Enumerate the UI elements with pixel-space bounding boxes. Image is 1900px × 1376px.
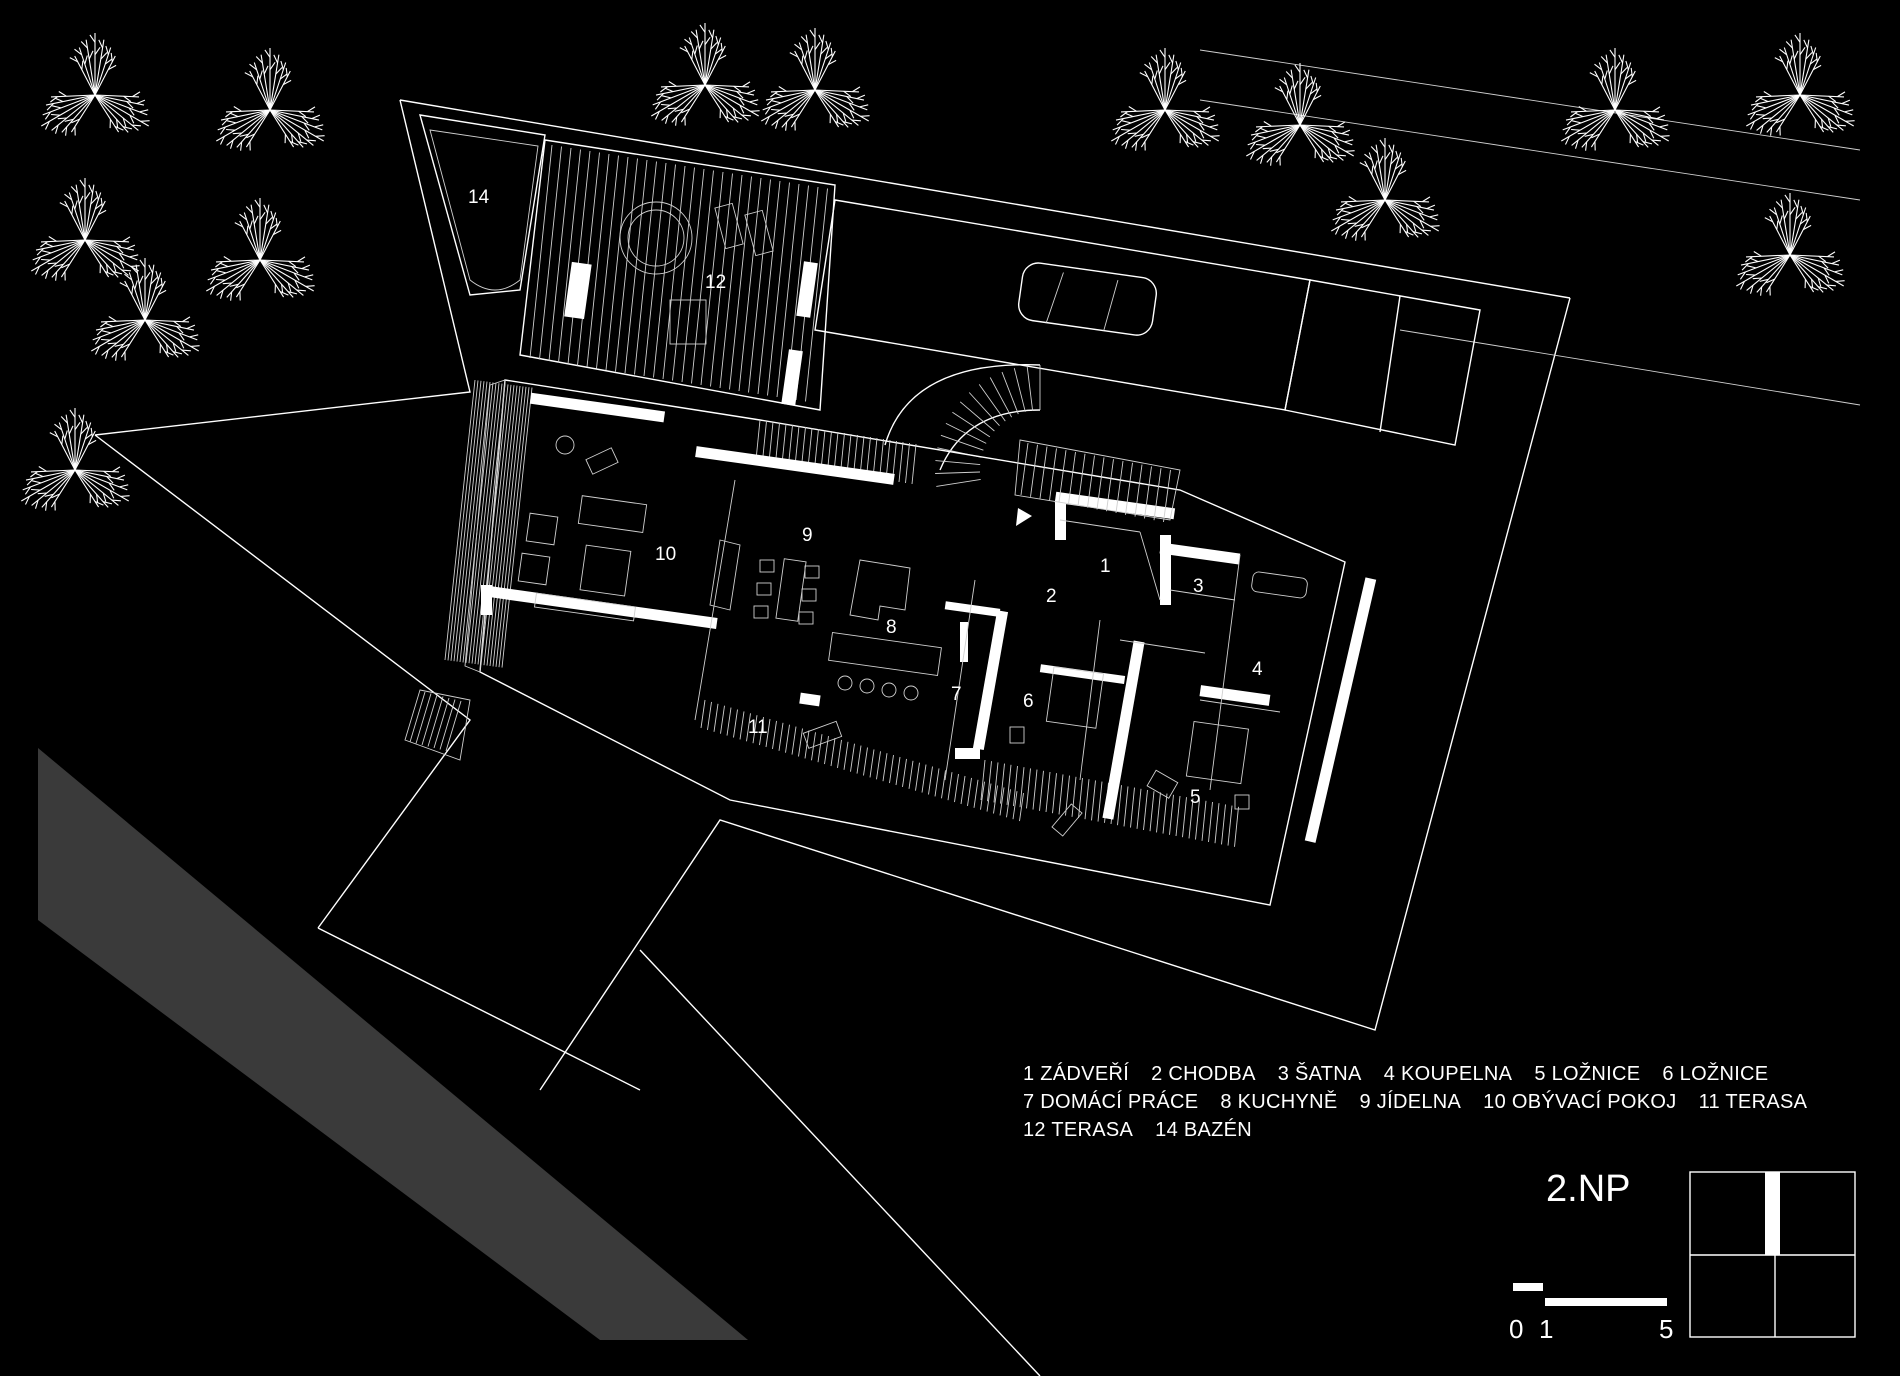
tree-icon [21, 408, 130, 511]
curved-stair [884, 364, 1041, 487]
legend-item: 3 ŠATNA [1277, 1063, 1362, 1085]
legend-item: 1 ZÁDVEŘÍ [1023, 1063, 1130, 1085]
terrace-12 [519, 139, 836, 411]
legend-row: 1 ZÁDVEŘÍ 2 CHODBA 3 ŠATNA 4 KOUPELNA 5 LOŽN… [1023, 1060, 1883, 1088]
pool-14 [419, 114, 546, 296]
legend-item: 10 OBÝVACÍ POKOJ [1483, 1091, 1677, 1113]
scale-bar-labels: 0 1 5 [1505, 1314, 1705, 1348]
room-number-6: 6 [1023, 691, 1034, 712]
legend-item: 5 LOŽNICE [1534, 1063, 1641, 1085]
tree-icon [41, 33, 150, 136]
entrance-stair [1014, 439, 1181, 526]
room-legend: 1 ZÁDVEŘÍ 2 CHODBA 3 ŠATNA 4 KOUPELNA 5 LOŽN… [1023, 1060, 1883, 1144]
tree-icon [31, 178, 140, 281]
tree-icon [1736, 193, 1845, 296]
legend-item: 9 JÍDELNA [1359, 1091, 1462, 1113]
tree-icon [216, 48, 325, 151]
legend-item: 12 TERASA [1023, 1119, 1134, 1141]
room-number-14: 14 [468, 187, 490, 208]
interior-lines [694, 479, 1281, 791]
site-boundaries [94, 49, 1861, 1376]
room-number-10: 10 [655, 544, 676, 565]
room-number-5: 5 [1190, 787, 1201, 808]
room-number-8: 8 [886, 617, 897, 638]
legend-item: 2 CHODBA [1151, 1063, 1256, 1085]
sw-stair [404, 689, 471, 761]
scale-bar [1513, 1283, 1667, 1306]
room-numbers: 1 2 3 4 5 6 7 8 9 10 11 12 14 [468, 187, 1263, 808]
legend-item: 4 KOUPELNA [1383, 1063, 1513, 1085]
tree-icon [651, 23, 760, 126]
scale-label-0: 0 [1509, 1314, 1524, 1344]
room-number-3: 3 [1193, 576, 1204, 597]
house-outline [444, 379, 1346, 906]
legend-item: 6 LOŽNICE [1662, 1063, 1769, 1085]
legend-item: 11 TERASA [1698, 1091, 1808, 1113]
tree-icon [1746, 33, 1855, 136]
room-number-12: 12 [705, 272, 726, 293]
room-number-4: 4 [1252, 659, 1263, 680]
legend-row: 7 DOMÁCÍ PRÁCE 8 KUCHYNĚ 9 JÍDELNA 10 OBÝVA… [1023, 1088, 1883, 1116]
legend-item: 8 KUCHYNĚ [1220, 1091, 1338, 1113]
tree-icon [91, 258, 200, 361]
key-plan [1689, 1171, 1856, 1338]
scale-label-1: 1 [1539, 1314, 1554, 1344]
tree-icon [1331, 138, 1440, 241]
furniture [517, 435, 1308, 837]
floor-label: 2.NP [1546, 1168, 1631, 1210]
legend-item: 14 BAZÉN [1155, 1119, 1253, 1141]
tree-icon [1246, 63, 1355, 166]
tree-icon [206, 198, 315, 301]
room-number-1: 1 [1100, 556, 1111, 577]
garage [814, 199, 1481, 446]
room-number-2: 2 [1046, 586, 1057, 607]
room-number-11: 11 [748, 717, 768, 738]
road [38, 748, 748, 1340]
walls [481, 392, 1377, 843]
room-number-9: 9 [802, 525, 813, 546]
room-number-7: 7 [951, 684, 962, 705]
legend-item: 7 DOMÁCÍ PRÁCE [1023, 1091, 1199, 1113]
legend-row: 12 TERASA 14 BAZÉN [1023, 1116, 1883, 1144]
trees [21, 23, 1855, 511]
tree-icon [761, 28, 870, 131]
tree-icon [1111, 48, 1220, 151]
tree-icon [1561, 48, 1670, 151]
scale-label-5: 5 [1659, 1314, 1674, 1344]
